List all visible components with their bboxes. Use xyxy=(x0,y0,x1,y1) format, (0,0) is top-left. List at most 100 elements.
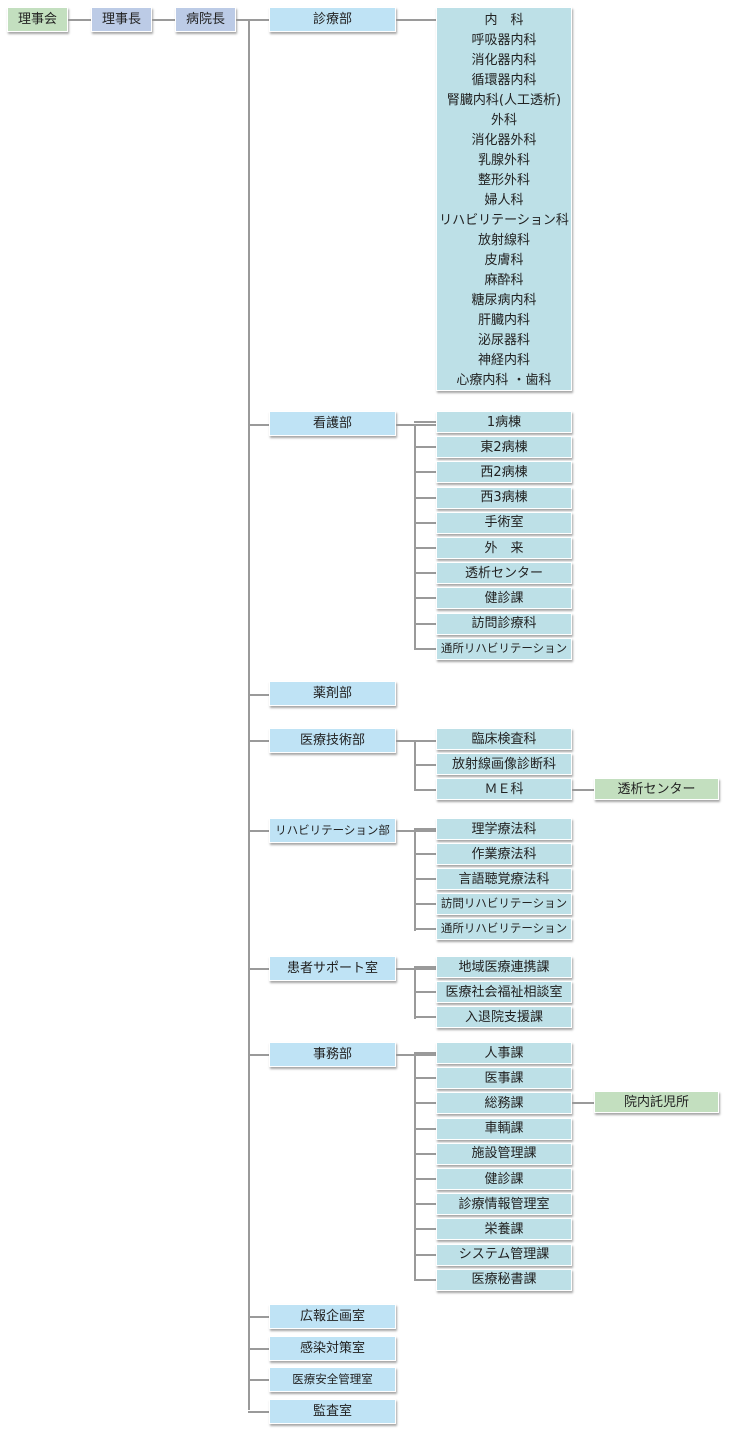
ward-item: 西3病棟 xyxy=(436,486,572,509)
connector-line xyxy=(414,572,436,575)
admin-section-item-label: 車輌課 xyxy=(484,1121,524,1137)
ward-item-label: 西3病棟 xyxy=(480,490,528,506)
connector-line xyxy=(414,496,436,499)
connector-line xyxy=(396,830,436,832)
rehab-section-item: 訪問リハビリテーション xyxy=(436,893,572,915)
specialty-item: 乳腺外科 xyxy=(477,153,530,168)
support-section-item: 入退院支援課 xyxy=(436,1006,572,1028)
connector-line xyxy=(414,647,436,650)
office-item-label: 広報企画室 xyxy=(299,1309,365,1324)
connector-line xyxy=(414,1228,436,1231)
ward-item-label: 透析センター xyxy=(464,565,543,581)
specialty-item: 腎臓内科(人工透析) xyxy=(446,93,562,108)
dept-kango: 看護部 xyxy=(269,411,396,436)
support-section-item: 医療社会福祉相談室 xyxy=(436,981,572,1003)
admin-section-item-label: 施設管理課 xyxy=(471,1146,537,1162)
rehab-section-item-label: 言語聴覚療法科 xyxy=(458,871,550,887)
ward-item: 手術室 xyxy=(436,511,572,534)
admin-section-item-label: 医療秘書課 xyxy=(471,1272,537,1288)
connector-line xyxy=(396,424,436,426)
support-section-item: 地域医療連携課 xyxy=(436,956,572,978)
admin-section-item: 健診課 xyxy=(436,1168,572,1190)
connector-line xyxy=(414,966,436,968)
main-trunk-line xyxy=(248,19,250,1410)
connector-line xyxy=(414,1016,436,1018)
admin-section-item: 医療秘書課 xyxy=(436,1268,572,1291)
connector-line xyxy=(414,991,436,993)
chairman-box: 理事長 xyxy=(91,7,152,32)
office-item-label: 医療安全管理室 xyxy=(292,1371,373,1386)
dialysis-center-label: 透析センター xyxy=(617,781,696,797)
connector-line xyxy=(414,421,436,423)
dept-shinryo: 診療部 xyxy=(269,7,396,32)
daycare-label: 院内託児所 xyxy=(623,1094,689,1110)
ward-item: 西2病棟 xyxy=(436,461,572,484)
specialty-item: 心療内科 ・歯科 xyxy=(456,373,552,388)
connector-line xyxy=(414,764,436,766)
admin-section-item-label: システム管理課 xyxy=(458,1247,550,1263)
dept-iryogijutsu: 医療技術部 xyxy=(269,728,396,753)
connector-line xyxy=(396,19,436,21)
connector-line xyxy=(414,597,436,600)
office-item: 広報企画室 xyxy=(269,1304,396,1329)
specialty-item: リハビリテーション科 xyxy=(439,213,569,228)
rehab-section-item: 作業療法科 xyxy=(436,843,572,865)
director-label: 病院長 xyxy=(185,12,225,27)
connector-line xyxy=(414,1077,436,1080)
connector-line xyxy=(248,830,269,832)
connector-line xyxy=(414,521,436,524)
connector-line xyxy=(414,1253,436,1256)
rehab-section-item: 理学療法科 xyxy=(436,818,572,840)
dept-patient-support: 患者サポート室 xyxy=(269,956,396,981)
specialty-item: 婦人科 xyxy=(484,193,524,208)
support-section-item-label: 地域医療連携課 xyxy=(458,959,550,975)
connector-line xyxy=(414,1278,436,1281)
specialty-item: 循環器内科 xyxy=(471,73,537,88)
admin-section-item-label: 医事課 xyxy=(484,1070,524,1086)
connector-line xyxy=(248,1347,269,1350)
connector-line xyxy=(414,1052,436,1054)
section-label: 放射線画像診断科 xyxy=(451,756,556,772)
connector-line xyxy=(248,1054,269,1056)
connector-line xyxy=(396,1054,436,1056)
connector-line xyxy=(248,968,269,970)
ward-item-label: 東2病棟 xyxy=(480,439,528,455)
connector-line xyxy=(414,446,436,449)
ward-item-label: 1病棟 xyxy=(486,414,522,430)
specialty-item: 糖尿病内科 xyxy=(471,293,537,308)
admin-section-item-label: 人事課 xyxy=(484,1045,524,1061)
rehab-section-item-label: 理学療法科 xyxy=(471,821,537,837)
hospital-director-box: 病院長 xyxy=(175,7,236,32)
admin-section-item: システム管理課 xyxy=(436,1243,572,1266)
admin-section-item: 栄養課 xyxy=(436,1218,572,1241)
admin-section-item-label: 総務課 xyxy=(484,1095,524,1111)
daycare-box: 院内託児所 xyxy=(594,1091,719,1113)
ward-item-label: 手術室 xyxy=(484,515,524,531)
rehab-section-item-label: 訪問リハビリテーション xyxy=(440,896,568,911)
connector-line xyxy=(414,1102,436,1105)
specialty-item: 肝臓内科 xyxy=(477,313,530,328)
connector-line xyxy=(248,1316,269,1318)
rehab-branch-line xyxy=(414,830,416,931)
connector-line xyxy=(414,547,436,549)
specialty-item: 皮膚科 xyxy=(484,253,524,268)
ward-item-label: 外 来 xyxy=(484,540,524,556)
admin-section-item: 総務課 xyxy=(436,1092,572,1115)
ward-item: 外 来 xyxy=(436,537,572,559)
office-item: 医療安全管理室 xyxy=(269,1367,396,1392)
dept-iryogijutsu-label: 医療技術部 xyxy=(299,733,365,748)
connector-line xyxy=(152,19,175,21)
ward-item-label: 訪問診療科 xyxy=(471,616,537,632)
dept-shinryo-label: 診療部 xyxy=(312,12,352,27)
ward-item: 訪問診療科 xyxy=(436,612,572,635)
specialty-item: 呼吸器内科 xyxy=(471,33,537,48)
office-item: 監査室 xyxy=(269,1398,396,1424)
rehab-section-item-label: 作業療法科 xyxy=(471,846,537,862)
connector-line xyxy=(248,740,269,742)
chairman-label: 理事長 xyxy=(101,12,141,27)
specialty-item: 消化器外科 xyxy=(471,133,537,148)
admin-section-item-label: 栄養課 xyxy=(484,1221,524,1237)
office-item-label: 監査室 xyxy=(312,1403,352,1419)
ward-item-label: 健診課 xyxy=(484,590,524,606)
connector-line xyxy=(396,740,436,742)
